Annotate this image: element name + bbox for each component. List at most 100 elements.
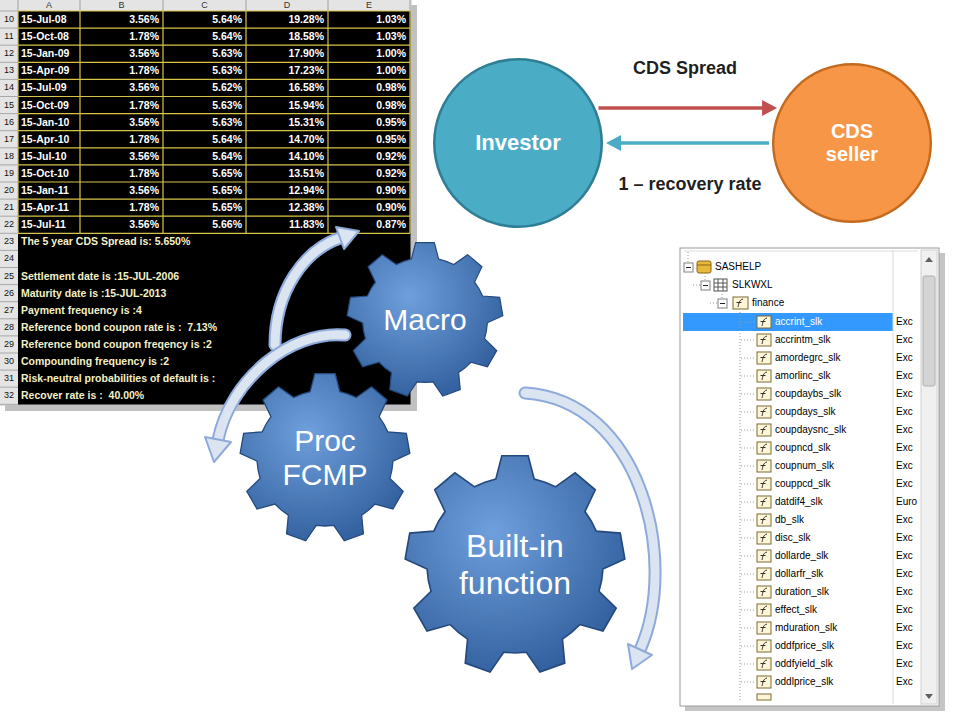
cell-border <box>79 11 80 233</box>
date-cell: 15-Jul-08 <box>21 11 79 28</box>
row-divider <box>0 199 18 200</box>
row-divider <box>0 250 18 251</box>
function-icon <box>757 352 771 364</box>
tree-branch <box>741 592 756 593</box>
row-divider <box>0 79 18 80</box>
column-header: D <box>246 0 328 11</box>
column-header: B <box>80 0 163 11</box>
cell-border <box>18 45 410 46</box>
row-number: 10 <box>0 11 18 28</box>
value-cell: 1.78% <box>80 165 159 182</box>
gear-node: Macro <box>347 242 503 398</box>
date-cell: 15-Apr-09 <box>21 62 79 79</box>
function-glyph <box>761 444 768 452</box>
function-icon <box>757 442 771 454</box>
function-glyph <box>761 642 768 650</box>
value-cell: 15.94% <box>246 97 324 114</box>
value-cell: 5.64% <box>163 28 242 45</box>
function-name: mduration_slk <box>775 619 891 637</box>
column-header: E <box>328 0 410 11</box>
curved-arrow-head <box>628 644 652 669</box>
cell-border <box>18 199 410 200</box>
curved-arrow-head <box>336 227 359 249</box>
function-icon <box>757 514 771 526</box>
row-number: 14 <box>0 79 18 96</box>
value-cell: 3.56% <box>80 79 159 96</box>
function-icon <box>757 532 771 544</box>
gear-outline <box>240 374 410 541</box>
value-cell: 0.90% <box>328 199 406 216</box>
row-number: 23 <box>0 233 18 250</box>
row-divider <box>0 147 18 148</box>
function-name: coupdaysnc_slk <box>775 421 891 439</box>
type-cell: Exc <box>896 637 920 655</box>
date-cell: 15-Jul-09 <box>21 79 79 96</box>
type-cell: Exc <box>896 475 920 493</box>
type-cell: Exc <box>896 349 920 367</box>
row-divider <box>0 404 18 405</box>
scroll-up-arrow <box>925 257 933 262</box>
type-cell: Exc <box>896 511 920 529</box>
value-cell: 1.00% <box>328 45 406 62</box>
arrow-head <box>606 135 621 151</box>
function-glyph <box>761 408 768 416</box>
row-divider <box>0 96 18 97</box>
gear-node: Proc FCMP <box>240 373 410 543</box>
tree-branch <box>741 682 756 683</box>
selected-row <box>683 313 893 331</box>
type-cell: Exc <box>896 439 920 457</box>
tree-branch <box>741 376 756 377</box>
value-cell: 5.63% <box>163 114 242 131</box>
value-cell: 0.98% <box>328 97 406 114</box>
tree-lines <box>688 252 740 700</box>
tree-branch <box>741 358 756 359</box>
result-text: Maturity date is :15-JUL-2013 <box>21 285 406 302</box>
column-separator <box>893 250 894 704</box>
row-divider <box>0 11 18 12</box>
function-icon <box>757 640 771 652</box>
header-divider <box>328 0 329 11</box>
function-icon <box>757 406 771 418</box>
function-name: accrintm_slk <box>775 331 891 349</box>
row-divider <box>0 267 18 268</box>
value-cell: 3.56% <box>80 114 159 131</box>
cell-border <box>245 11 246 233</box>
row-number-band <box>0 11 18 405</box>
row-number: 30 <box>0 353 18 370</box>
library-name: SASHELP <box>715 258 835 276</box>
row-number: 20 <box>0 182 18 199</box>
row-number: 22 <box>0 216 18 233</box>
function-glyph <box>761 480 768 488</box>
value-cell: 5.66% <box>163 216 242 233</box>
party-node: CDS seller <box>772 63 932 223</box>
value-cell: 1.78% <box>80 131 159 148</box>
value-cell: 11.83% <box>246 216 324 233</box>
tree-branch <box>741 556 756 557</box>
scroll-down-arrow <box>925 694 933 699</box>
gear-label: Built-in function <box>444 528 587 602</box>
row-divider <box>0 182 18 183</box>
row-number: 12 <box>0 45 18 62</box>
row-divider <box>0 216 18 217</box>
value-cell: 0.92% <box>328 148 406 165</box>
type-cell: Exc <box>896 655 920 673</box>
header-divider <box>246 0 247 11</box>
function-name: db_slk <box>775 511 891 529</box>
curved-arrow-head <box>205 437 231 462</box>
row-number: 32 <box>0 387 18 404</box>
value-cell: 17.90% <box>246 45 324 62</box>
type-cell: Exc <box>896 529 920 547</box>
value-cell: 1.78% <box>80 97 159 114</box>
column-header: C <box>163 0 246 11</box>
tree-branch <box>741 466 756 467</box>
tree-branch <box>741 628 756 629</box>
function-glyph <box>761 354 768 362</box>
row-number: 13 <box>0 62 18 79</box>
type-cell: Exc <box>896 565 920 583</box>
function-glyph <box>761 462 768 470</box>
scroll-thumb <box>923 276 935 386</box>
function-name: couppcd_slk <box>775 475 891 493</box>
value-cell: 1.78% <box>80 28 159 45</box>
function-icon <box>757 460 771 472</box>
row-divider <box>0 335 18 336</box>
